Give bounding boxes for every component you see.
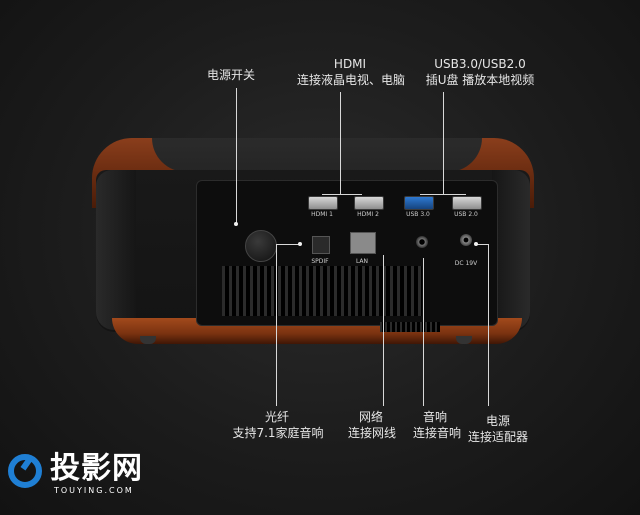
lan-port — [350, 232, 376, 254]
projector-left-side — [96, 170, 136, 330]
power-callout-title: 电源 — [485, 414, 510, 428]
hdmi-callout-title: HDMI — [333, 57, 367, 71]
hdmi1-label: HDMI 1 — [311, 211, 333, 218]
audio-callout-desc: 连接音响 — [412, 426, 461, 440]
projector-foot — [140, 336, 156, 344]
usb3-label: USB 3.0 — [406, 211, 430, 218]
leader-dot — [298, 242, 302, 246]
site-logo: 投影网 TOUYING.COM — [4, 448, 184, 504]
lan-label: LAN — [355, 258, 369, 265]
hdmi2-label: HDMI 2 — [357, 211, 379, 218]
network-callout-desc: 连接网线 — [347, 426, 396, 440]
spdif-port — [312, 236, 330, 254]
leader-line — [276, 244, 277, 406]
audio-callout-title: 音响 — [422, 410, 447, 424]
power-button — [245, 230, 277, 262]
usb-callout-title: USB3.0/USB2.0 — [434, 57, 526, 71]
leader-line — [420, 194, 466, 195]
power-callout-desc: 连接适配器 — [467, 430, 528, 444]
vent-grille — [222, 266, 422, 316]
network-callout-title: 网络 — [358, 410, 383, 424]
logo-icon — [8, 454, 42, 488]
usb-callout-desc: 插U盘 播放本地视频 — [425, 73, 535, 87]
projector-foot — [456, 336, 472, 344]
usb3-port — [404, 196, 434, 210]
leader-line — [423, 258, 424, 406]
dc-power-jack — [460, 234, 472, 246]
leader-dot — [234, 222, 238, 226]
projector-right-side — [492, 170, 530, 330]
audio-jack — [416, 236, 428, 248]
usb2-port — [452, 196, 482, 210]
dc-label: DC 19V — [454, 260, 478, 267]
power-switch-callout: 电源开关 — [207, 68, 256, 82]
leader-line — [443, 92, 444, 194]
logo-domain: TOUYING.COM — [54, 486, 134, 495]
hdmi1-port — [308, 196, 338, 210]
usb2-label: USB 2.0 — [454, 211, 478, 218]
spdif-label: SPDIF — [311, 258, 329, 265]
hdmi2-port — [354, 196, 384, 210]
vent-grille-lower — [380, 322, 440, 332]
leader-line — [383, 255, 384, 406]
leader-line — [236, 88, 237, 223]
leader-line — [340, 92, 341, 194]
leader-dot — [474, 242, 478, 246]
hdmi-callout-desc: 连接液晶电视、电脑 — [296, 73, 405, 87]
leader-line — [488, 244, 489, 406]
optical-callout-desc: 支持7.1家庭音响 — [232, 426, 324, 440]
leader-line — [476, 244, 488, 245]
leader-line — [322, 194, 362, 195]
optical-callout-title: 光纤 — [264, 410, 289, 424]
logo-name: 投影网 — [50, 451, 143, 486]
leader-line — [276, 244, 300, 245]
